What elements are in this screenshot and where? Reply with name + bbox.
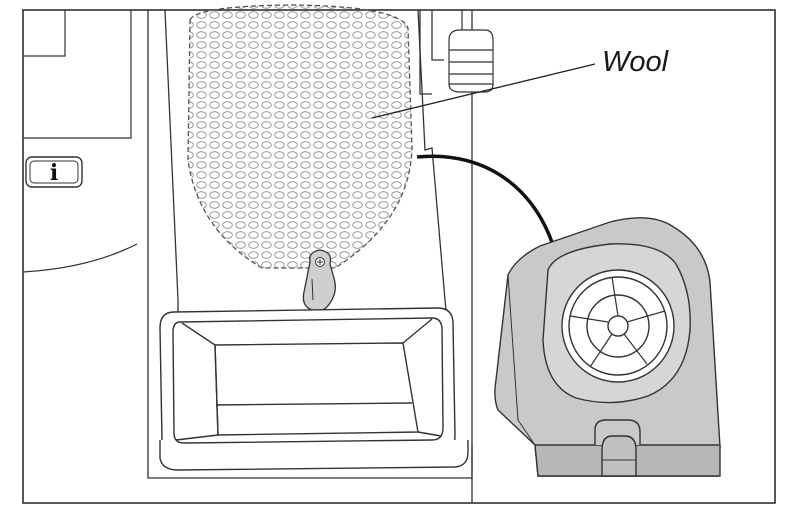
info-icon: i [50, 160, 58, 186]
left-panel [22, 10, 138, 273]
fan-spokes [569, 276, 666, 368]
wool-label: Wool [602, 46, 670, 78]
diagram-frame [22, 9, 776, 504]
fan-hub [607, 315, 629, 337]
wool-callout-line [371, 63, 596, 119]
lint-filter [187, 4, 413, 312]
info-button: i [25, 156, 83, 188]
filter-cover [494, 217, 721, 477]
side-knob [448, 10, 494, 93]
filter-handle [302, 249, 336, 312]
filter-housing [159, 307, 469, 471]
dryer-body [147, 9, 473, 503]
